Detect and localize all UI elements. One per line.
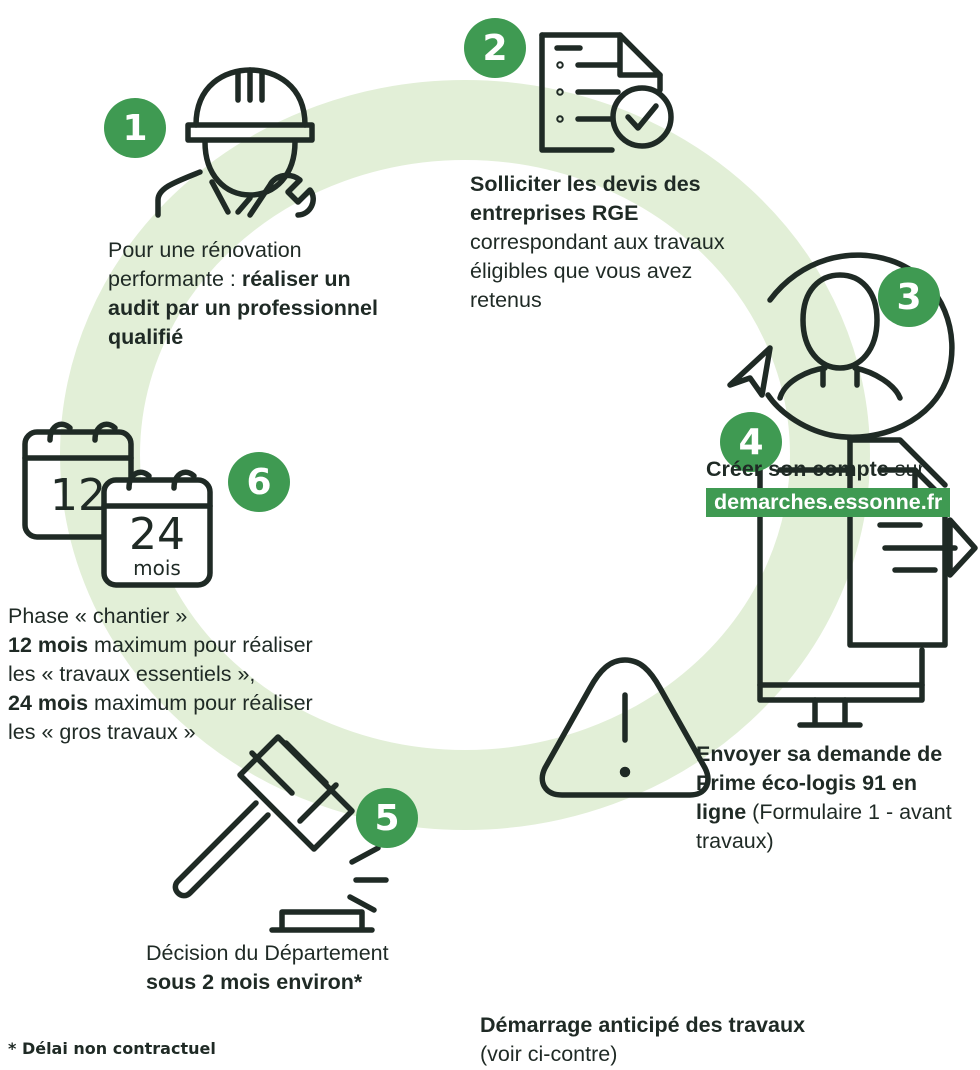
step-1-text: Pour une rénovation performante : réalis… — [108, 236, 378, 352]
step-4-normal: (Formulaire 1 - avant travaux) — [696, 800, 952, 853]
step-3-bold: Créer son compte — [706, 457, 889, 481]
document-checklist-icon — [539, 32, 674, 153]
step-1-normal: Pour une rénovation performante : — [108, 238, 302, 291]
step-6-line1: maximum pour réaliser — [88, 633, 313, 657]
step-4-badge: 4 — [720, 412, 782, 472]
cycle-ring — [60, 80, 870, 830]
step-6-text: Phase « chantier » 12 mois maximum pour … — [8, 602, 388, 747]
step-6-line1-bold: 12 mois — [8, 633, 89, 657]
step-3-normal: sur — [894, 457, 925, 481]
user-account-cursor-icon — [727, 252, 955, 440]
worker-helmet-wrench-icon — [155, 67, 316, 218]
step-6-title: Phase « chantier » — [8, 604, 188, 628]
step-4-text: Envoyer sa demande de Prime éco-logis 91… — [696, 740, 966, 856]
step-5-text: Décision du Département sous 2 mois envi… — [146, 939, 446, 997]
step-3-text: Créer son compte sur demarches.essonne.f… — [706, 455, 976, 517]
step-2-text: Solliciter les devis des entreprises RGE… — [470, 170, 725, 315]
computer-send-document-icon — [757, 437, 978, 728]
step-5-normal: Décision du Département — [146, 941, 389, 965]
step-3-badge: 3 — [878, 267, 940, 327]
step-5-badge: 5 — [356, 788, 418, 848]
step-2-normal: correspondant aux travaux éligibles que … — [470, 230, 725, 312]
step-1-bold: réaliser un audit par un professionnel q… — [108, 267, 378, 349]
demarches-link[interactable]: demarches.essonne.fr — [706, 488, 951, 517]
warning-bold: Démarrage anticipé des travaux — [480, 1013, 806, 1037]
step-6-line3: maximum pour réaliser — [88, 691, 313, 715]
step-1-badge: 1 — [104, 98, 166, 158]
calendar-24-number: 24 — [129, 509, 185, 560]
warning-text: Démarrage anticipé des travaux (voir ci-… — [480, 1011, 810, 1069]
gavel-icon — [172, 734, 389, 933]
calendar-12-number: 12 — [50, 470, 106, 521]
step-5-bold: sous 2 mois environ* — [146, 970, 363, 994]
step-6-line2: les « travaux essentiels », — [8, 662, 256, 686]
warning-triangle-icon — [539, 657, 711, 798]
step-2-badge: 2 — [464, 18, 526, 78]
footnote: * Délai non contractuel — [8, 1039, 216, 1058]
calendars-icon — [22, 421, 213, 588]
step-6-line3-bold: 24 mois — [8, 691, 89, 715]
step-6-badge: 6 — [228, 452, 290, 512]
warning-normal: (voir ci-contre) — [480, 1042, 618, 1066]
step-2-bold: Solliciter les devis des entreprises RGE — [470, 172, 701, 225]
step-4-bold: Envoyer sa demande de Prime éco-logis 91… — [696, 742, 943, 824]
step-6-line4: les « gros travaux » — [8, 720, 196, 744]
calendar-24-unit: mois — [133, 556, 181, 580]
